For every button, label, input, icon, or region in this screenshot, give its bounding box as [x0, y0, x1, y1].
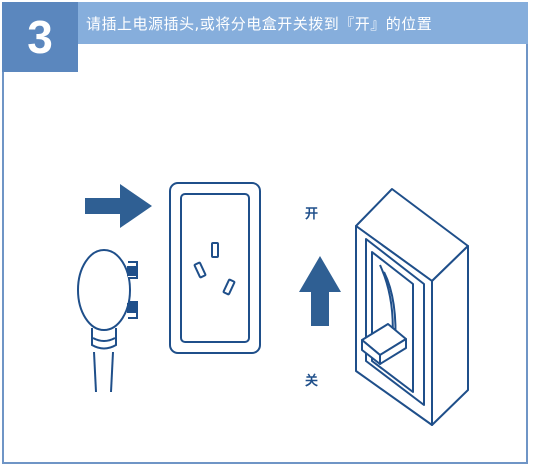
step-number-badge: 3 [2, 2, 78, 72]
power-plug-icon [77, 249, 138, 393]
wall-socket-icon [169, 182, 261, 354]
up-arrow-icon [299, 256, 341, 326]
switch-box-icon [355, 188, 469, 426]
switch-off-label: 关 [305, 373, 318, 389]
right-arrow-icon [85, 184, 152, 228]
instruction-header: 请插上电源插头,或将分电盒开关拨到『开』的位置 [78, 2, 528, 44]
switch-on-label: 开 [305, 207, 318, 222]
instruction-text: 请插上电源插头,或将分电盒开关拨到『开』的位置 [86, 14, 433, 33]
